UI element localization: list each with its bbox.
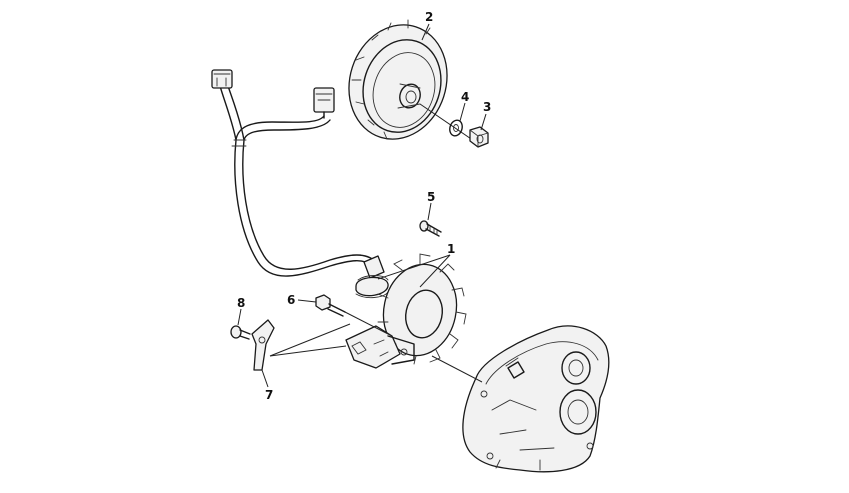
flywheel-rotor <box>348 19 448 140</box>
callout-5: 5 <box>427 190 435 204</box>
bracket-bolt <box>315 294 346 317</box>
right-connector <box>313 87 335 119</box>
leader-lines <box>237 23 487 388</box>
small-screw <box>230 325 251 340</box>
callout-6: 6 <box>287 293 295 307</box>
cable-clamp <box>251 319 275 371</box>
callout-2: 2 <box>425 10 433 24</box>
washer <box>449 119 463 137</box>
callout-3: 3 <box>483 100 491 114</box>
flywheel-nut <box>469 126 489 148</box>
callout-7: 7 <box>265 388 273 402</box>
callout-1: 1 <box>447 242 455 256</box>
stator-screw <box>419 220 442 237</box>
stator-assembly <box>345 253 467 369</box>
wiring-harness <box>219 85 377 277</box>
callout-8: 8 <box>237 296 245 310</box>
callout-4: 4 <box>461 90 469 104</box>
left-connector <box>211 69 233 89</box>
crankcase-cover <box>462 325 610 473</box>
